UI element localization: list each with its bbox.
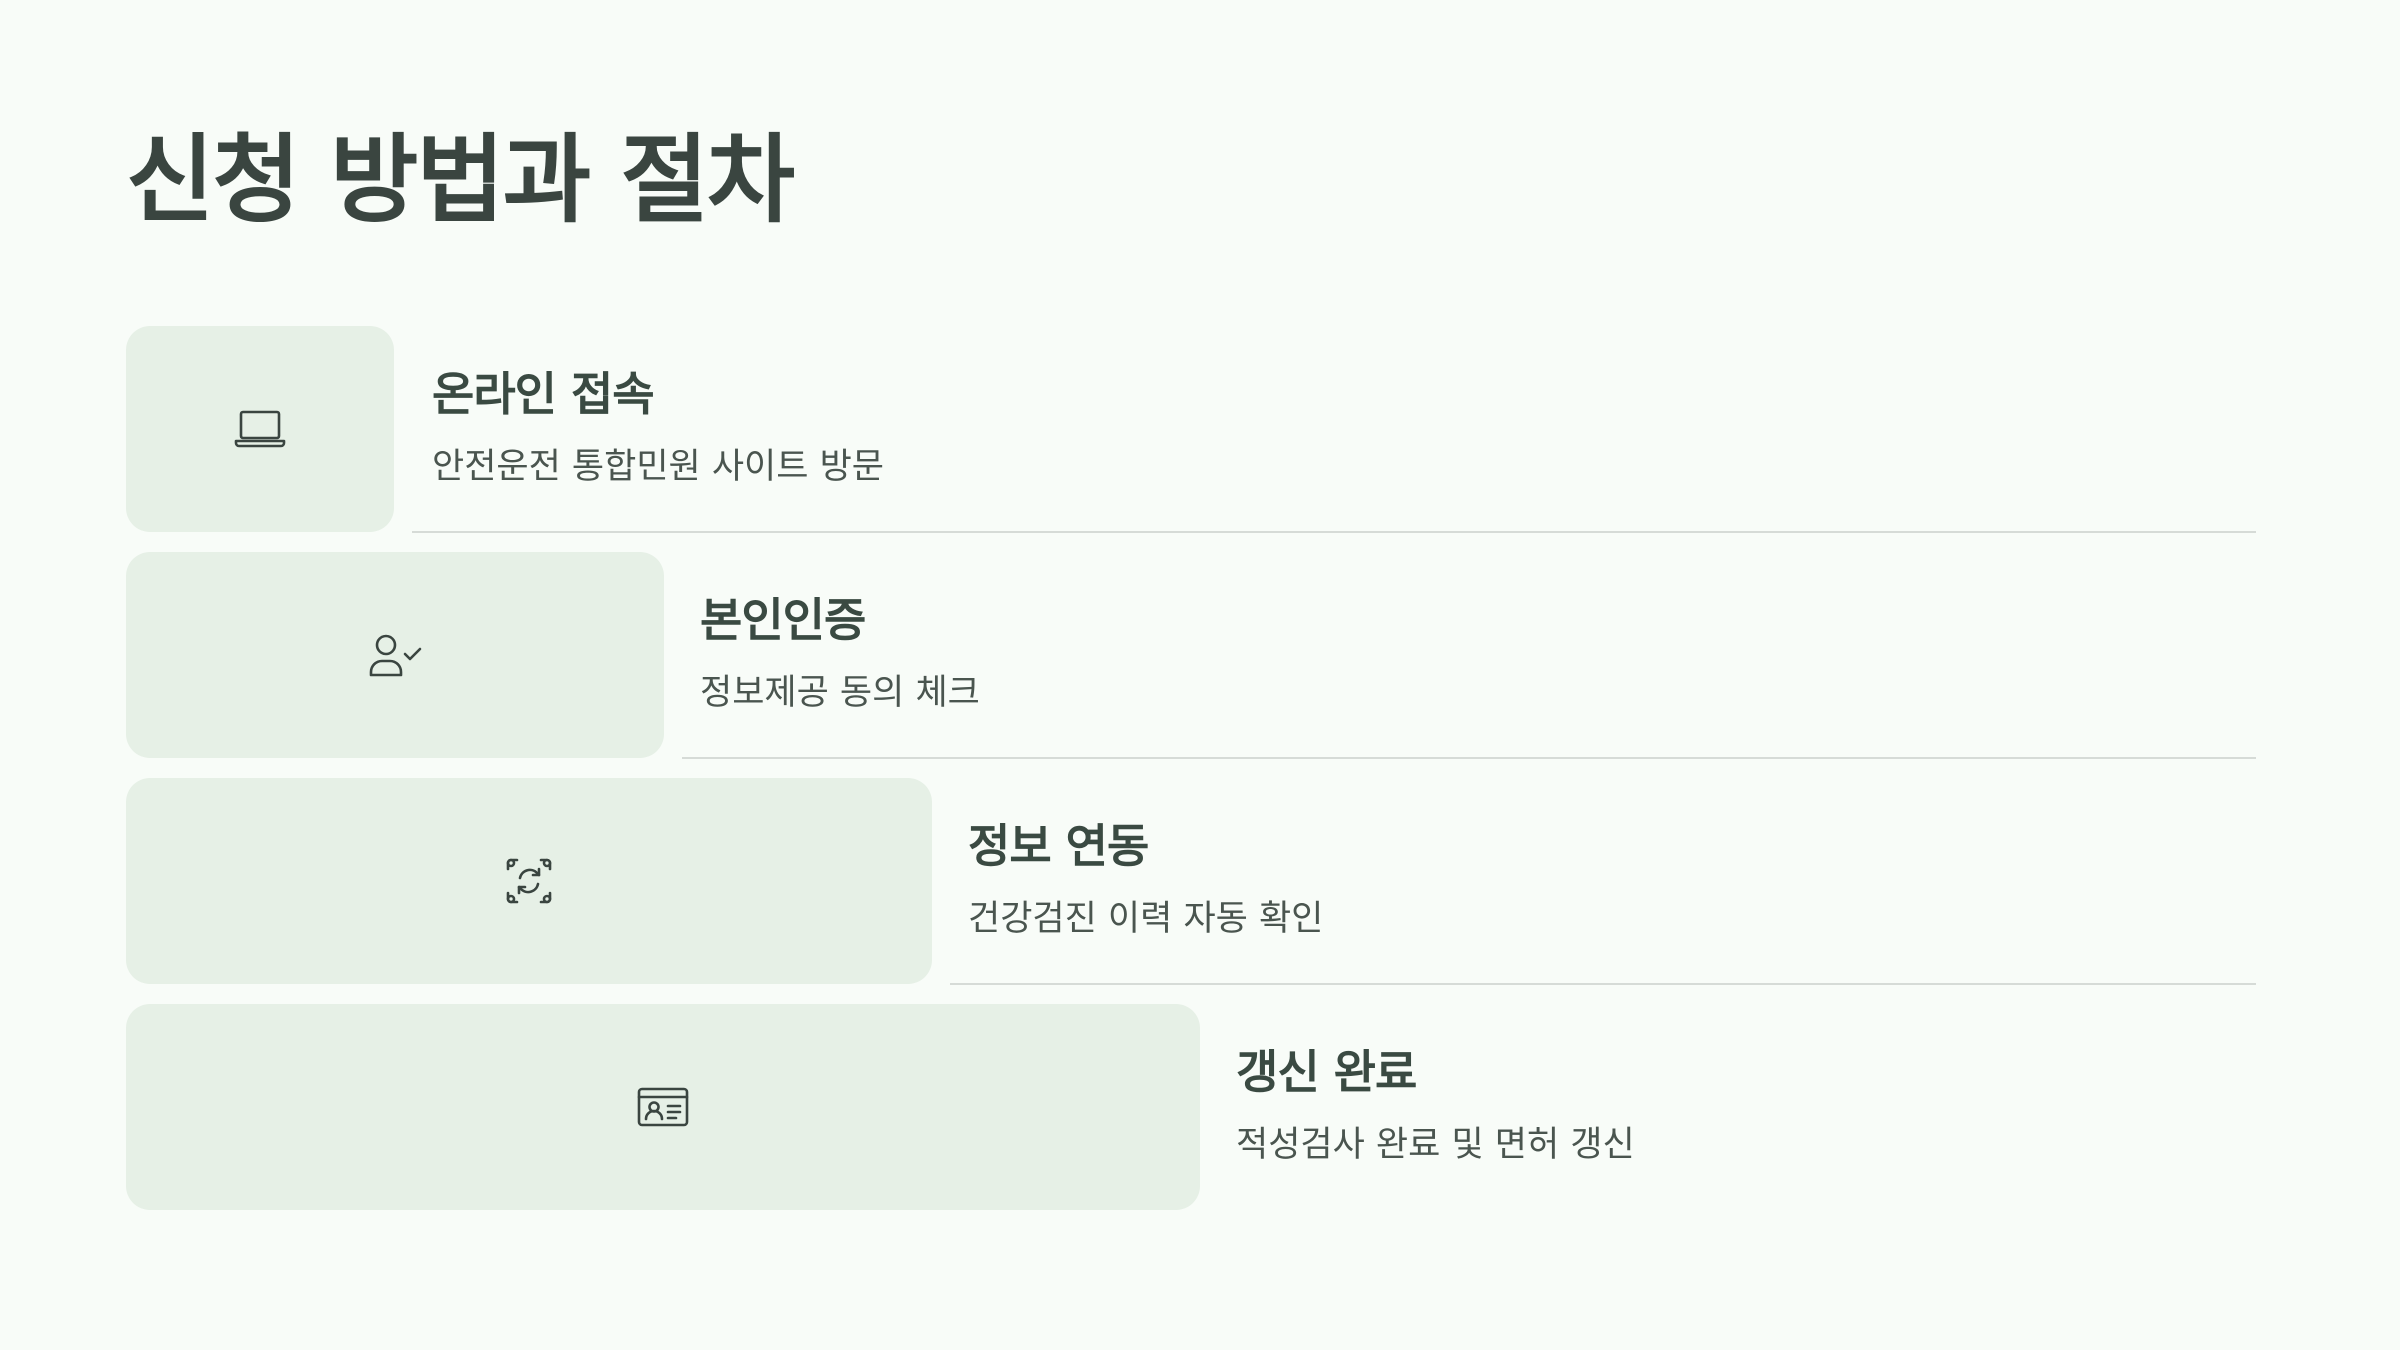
step-1-online-access: 온라인 접속 안전운전 통합민원 사이트 방문 bbox=[126, 326, 2256, 532]
step-3-divider bbox=[950, 983, 2256, 985]
step-3-icon-card bbox=[126, 778, 932, 984]
step-2-title: 본인인증 bbox=[700, 593, 866, 647]
step-1-divider bbox=[412, 531, 2256, 533]
step-4-renewal-complete: 갱신 완료 적성검사 완료 및 면허 갱신 bbox=[126, 1004, 2256, 1210]
laptop-icon bbox=[234, 410, 286, 448]
step-3-title: 정보 연동 bbox=[968, 819, 1149, 873]
user-check-icon bbox=[369, 634, 422, 677]
step-2-identity-verification: 본인인증 정보제공 동의 체크 bbox=[126, 552, 2256, 758]
step-1-title: 온라인 접속 bbox=[432, 367, 655, 421]
step-2-divider bbox=[682, 757, 2256, 759]
page-title: 신청 방법과 절차 bbox=[126, 124, 795, 236]
step-1-description: 안전운전 통합민원 사이트 방문 bbox=[432, 447, 884, 487]
step-2-icon-card bbox=[126, 552, 664, 758]
step-1-icon-card bbox=[126, 326, 394, 532]
step-3-info-sync: 정보 연동 건강검진 이력 자동 확인 bbox=[126, 778, 2256, 984]
step-2-description: 정보제공 동의 체크 bbox=[700, 673, 980, 713]
step-4-title: 갱신 완료 bbox=[1236, 1045, 1417, 1099]
id-card-icon bbox=[637, 1087, 689, 1127]
step-3-description: 건강검진 이력 자동 확인 bbox=[968, 899, 1324, 939]
step-4-icon-card bbox=[126, 1004, 1200, 1210]
step-4-description: 적성검사 완료 및 면허 갱신 bbox=[1236, 1125, 1635, 1165]
scan-sync-icon bbox=[506, 858, 552, 904]
